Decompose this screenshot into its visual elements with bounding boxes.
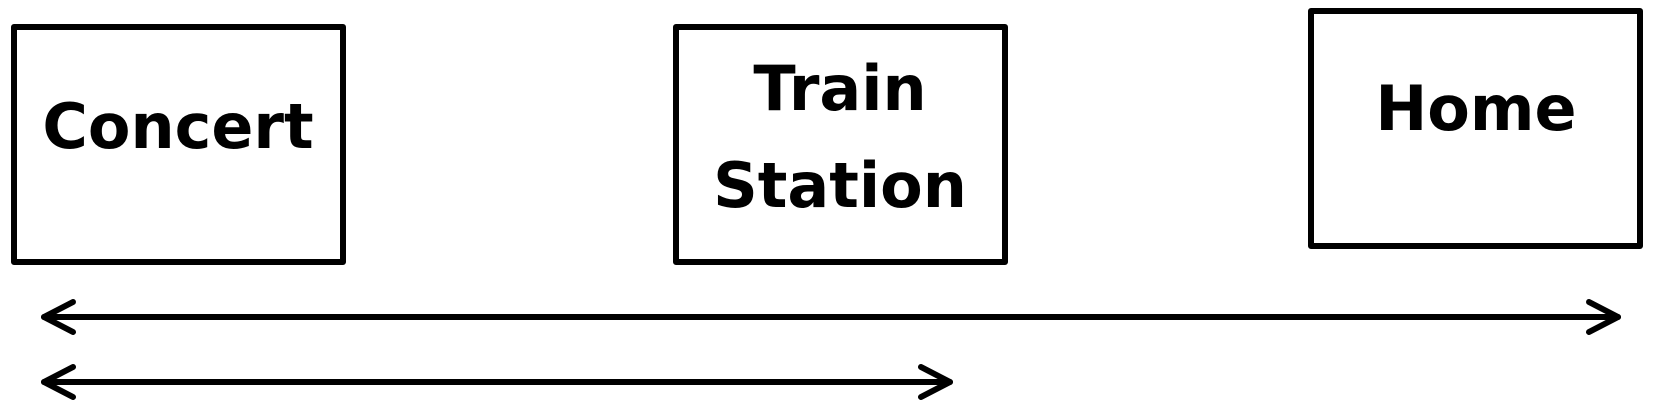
concert-box-border <box>11 24 346 265</box>
arrow-left-head-icon <box>41 364 76 400</box>
arrow-right-head-icon <box>1586 299 1621 335</box>
arrow-concert-train-station <box>41 364 953 400</box>
train-station-label-line2: Station <box>713 149 967 222</box>
arrow-concert-home <box>41 299 1621 335</box>
location-box-train-station: Train Station <box>673 24 1008 265</box>
train-station-label-line1: Train <box>753 52 926 125</box>
train-station-box-border <box>673 24 1008 265</box>
location-box-home: Home <box>1308 8 1643 249</box>
arrow-left-head-icon <box>41 299 76 335</box>
concert-label: Concert <box>42 90 313 163</box>
arrow-right-head-icon <box>918 364 953 400</box>
location-box-concert: Concert <box>11 24 346 265</box>
home-box-border <box>1308 8 1643 249</box>
home-label: Home <box>1375 72 1576 145</box>
